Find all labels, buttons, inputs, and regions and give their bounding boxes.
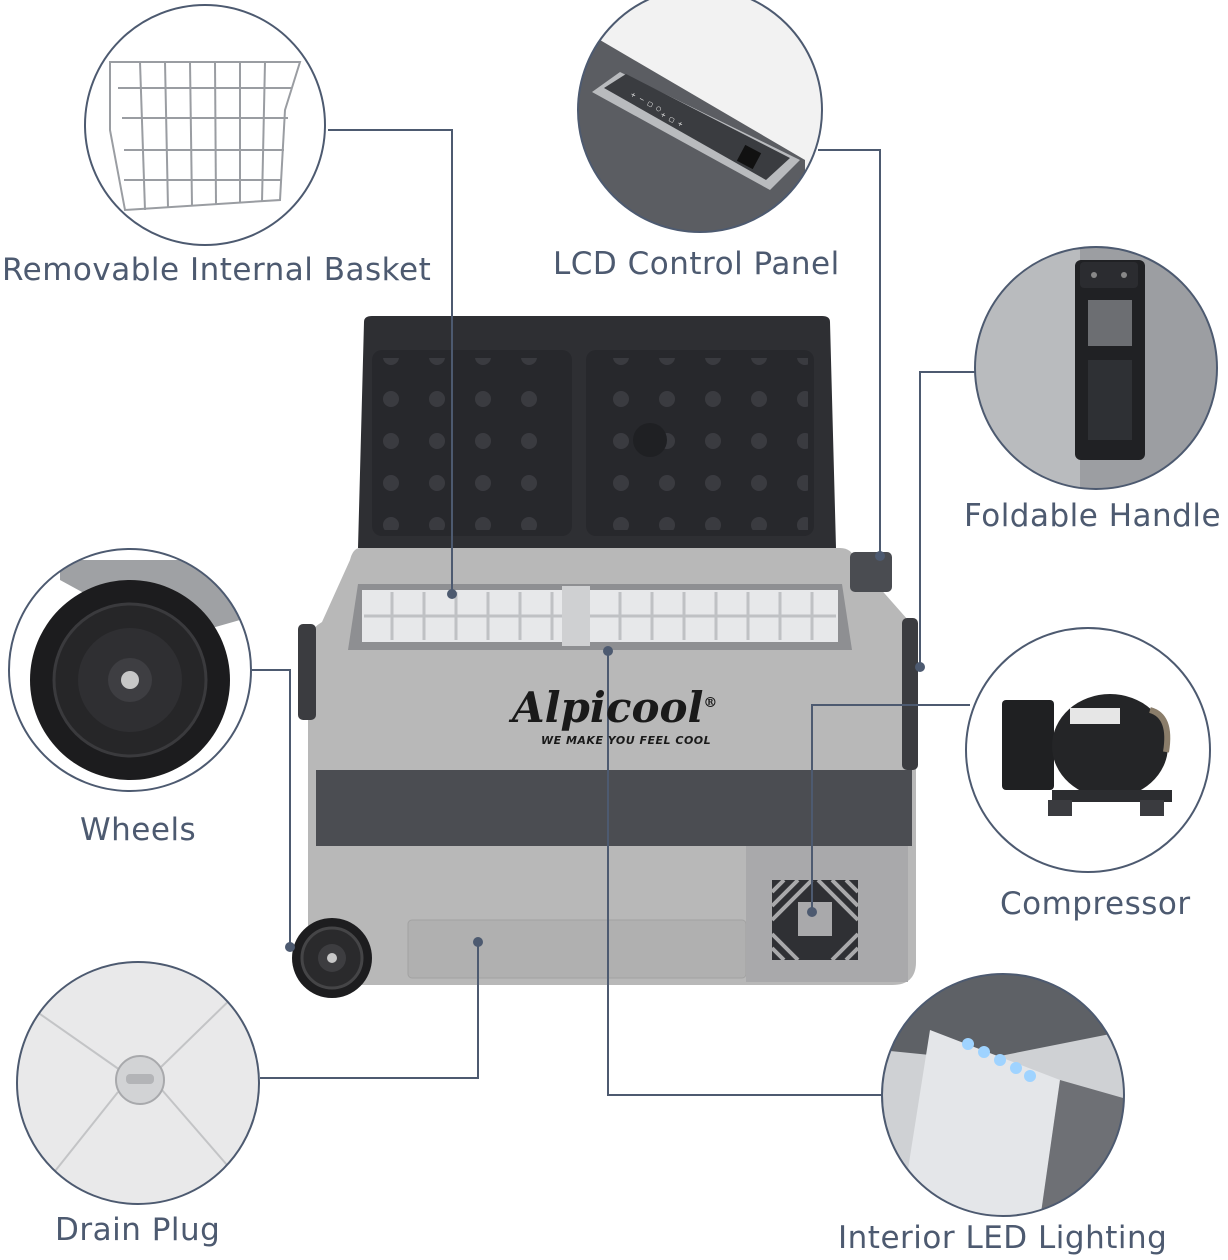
fridge-lid (358, 316, 836, 548)
callout-line-wheels (252, 669, 291, 945)
callout-dots (285, 551, 925, 952)
callout-line-led (607, 652, 883, 1096)
label-led: Interior LED Lighting (838, 1220, 1168, 1256)
handle-detail (974, 246, 1218, 490)
basket-detail (84, 4, 326, 246)
brand-logo: Alpicool® (512, 683, 717, 732)
fridge-body (292, 548, 918, 998)
callout-lines (252, 129, 975, 1096)
compressor-detail (965, 627, 1211, 873)
callout-line-compressor (811, 704, 970, 910)
label-wheels: Wheels (80, 812, 197, 848)
label-drain: Drain Plug (55, 1212, 221, 1248)
led-detail (881, 973, 1125, 1217)
registered-mark: ® (703, 695, 718, 711)
label-handle: Foldable Handle (964, 498, 1222, 534)
drain-detail (16, 961, 260, 1205)
label-lcd: LCD Control Panel (553, 246, 840, 282)
wheel-detail (8, 548, 252, 792)
callout-line-basket (328, 129, 453, 592)
fridge (292, 316, 918, 998)
label-compressor: Compressor (1000, 886, 1191, 922)
brand-tagline: WE MAKE YOU FEEL COOL (541, 734, 712, 747)
lcd-detail: + − ▢ ○ + ▢ + (577, 0, 823, 233)
label-basket: Removable Internal Basket (2, 252, 432, 288)
callout-line-drain (260, 942, 479, 1079)
callout-line-lcd (818, 149, 881, 554)
brand-name: Alpicool (512, 683, 704, 732)
callout-line-handle (919, 371, 975, 666)
